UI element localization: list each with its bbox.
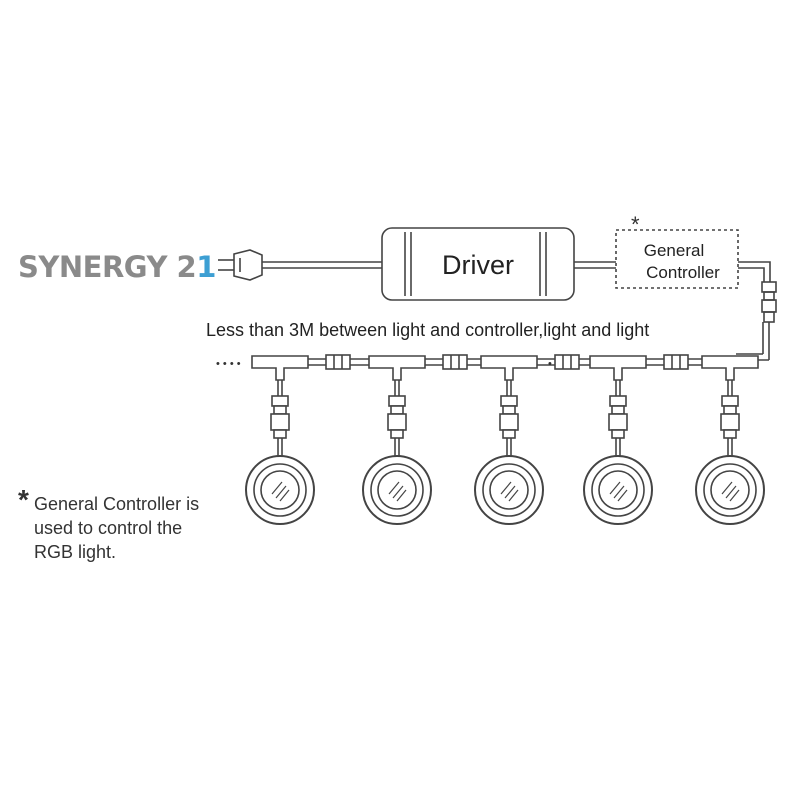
distance-note: Less than 3M between light and controlle… xyxy=(206,320,649,340)
controller-cable xyxy=(736,261,777,361)
light-unit xyxy=(362,354,468,525)
drop-connector xyxy=(609,395,627,407)
light-unit xyxy=(583,354,689,525)
brand-accent: 1 xyxy=(196,250,216,284)
t-connector xyxy=(251,355,309,381)
t-connector xyxy=(589,355,647,381)
bus-connector xyxy=(663,354,689,370)
drop-connector xyxy=(721,395,739,407)
controller-marker: * xyxy=(631,212,640,237)
footnote-line-1: General Controller is xyxy=(34,494,200,514)
brand-logo: SYNERGY 21 xyxy=(18,250,216,284)
bus-connector xyxy=(554,354,580,370)
driver-box xyxy=(381,227,616,301)
bus-connector xyxy=(442,354,468,370)
footnote: General Controller is used to control th… xyxy=(34,492,199,564)
t-connector xyxy=(368,355,426,381)
light-unit xyxy=(245,354,351,525)
drop-connector xyxy=(500,395,518,407)
footnote-marker: * xyxy=(18,484,29,515)
power-plug-icon xyxy=(218,249,382,281)
light-unit xyxy=(474,354,580,525)
light-chain xyxy=(245,354,765,525)
controller-label-line2: Controller xyxy=(646,263,720,282)
lamp-icon xyxy=(474,455,544,525)
driver-label: Driver xyxy=(442,250,514,280)
lamp-icon xyxy=(362,455,432,525)
drop-connector xyxy=(388,395,406,407)
footnote-line-3: RGB light. xyxy=(34,542,117,562)
drop-connector xyxy=(271,395,289,407)
controller-label-line1: General xyxy=(644,241,704,260)
bus-connector xyxy=(325,354,351,370)
footnote-line-2: used to control the xyxy=(34,518,183,538)
t-connector xyxy=(480,355,538,381)
brand-name: SYNERGY 2 xyxy=(18,250,197,284)
continuation-dots-left: • • • • xyxy=(216,358,241,370)
general-controller-box xyxy=(615,229,739,289)
lamp-icon xyxy=(583,455,653,525)
lamp-icon xyxy=(245,455,315,525)
lamp-icon xyxy=(695,455,765,525)
light-unit xyxy=(695,355,765,525)
t-connector xyxy=(701,355,759,381)
